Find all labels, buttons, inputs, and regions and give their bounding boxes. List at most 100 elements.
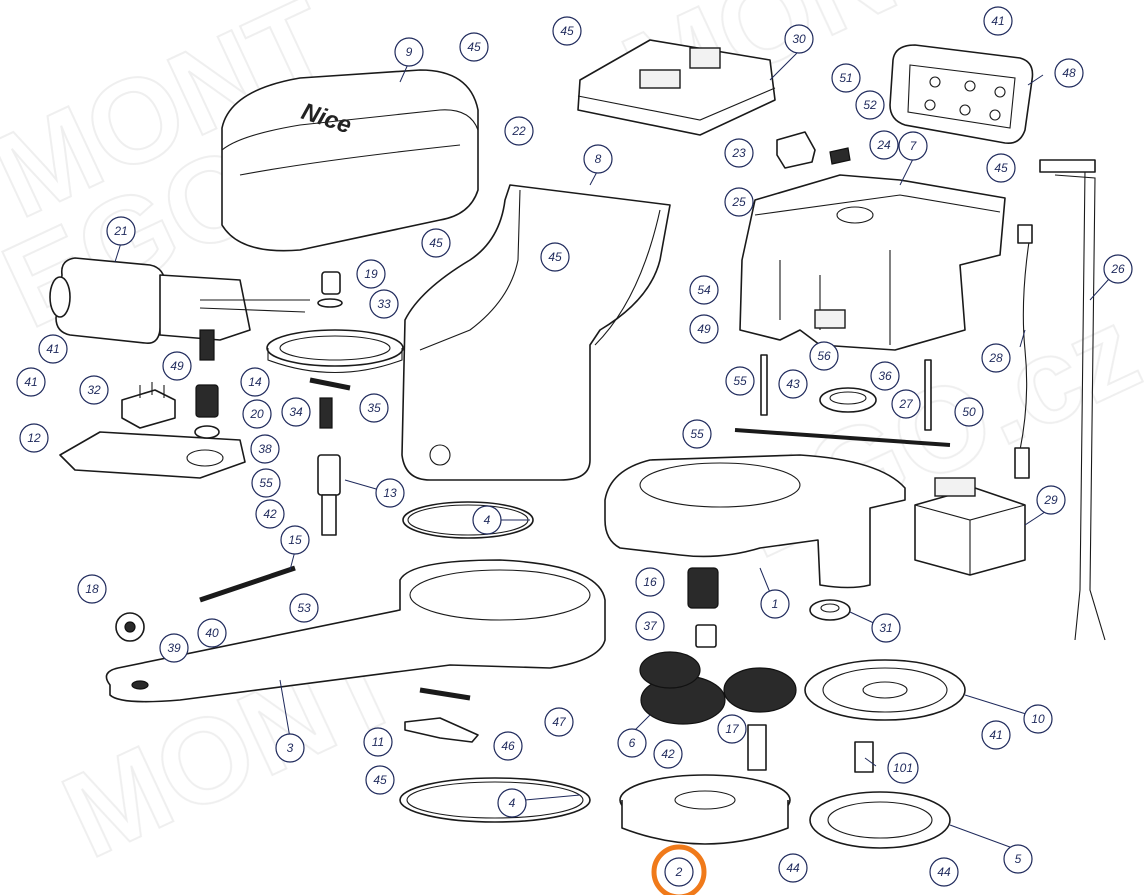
callout-54: 54 (689, 275, 719, 305)
part-23-connector (776, 131, 816, 169)
callout-26: 26 (1103, 254, 1133, 284)
part-24-clip (829, 147, 851, 165)
svg-text:23: 23 (731, 146, 746, 160)
svg-text:49: 49 (170, 359, 184, 373)
callout-31: 31 (871, 613, 901, 643)
callout-49: 49 (162, 351, 192, 381)
callout-24: 24 (869, 130, 899, 160)
svg-text:52: 52 (863, 98, 877, 112)
svg-text:48: 48 (1062, 66, 1076, 80)
leader-lines (114, 50, 1119, 851)
callout-41: 41 (16, 367, 46, 397)
svg-text:31: 31 (879, 621, 892, 635)
part-12-base-plate (59, 431, 246, 479)
callout-47: 47 (544, 707, 574, 737)
part-14-gear (266, 329, 404, 374)
svg-text:26: 26 (1110, 262, 1125, 276)
svg-text:50: 50 (962, 405, 976, 419)
svg-text:30: 30 (792, 32, 806, 46)
part-5-bottom-plate (809, 791, 951, 849)
callout-43: 43 (778, 369, 808, 399)
part-35-spring (319, 397, 333, 429)
callout-16: 16 (635, 567, 665, 597)
svg-text:45: 45 (373, 773, 387, 787)
part-1-base (604, 454, 906, 589)
svg-text:42: 42 (263, 507, 277, 521)
svg-text:28: 28 (988, 351, 1003, 365)
part-10-encoder-disc (804, 659, 966, 721)
svg-text:40: 40 (205, 626, 219, 640)
part-32-terminal-block (121, 382, 176, 429)
callout-7: 7 (898, 131, 928, 161)
callout-15: 15 (280, 525, 310, 555)
part-11-bracket (404, 717, 479, 743)
callout-11: 11 (363, 727, 393, 757)
part-20-pinion (195, 384, 219, 418)
callout-2: 2 (664, 857, 694, 887)
callout-25: 25 (724, 187, 754, 217)
svg-text:4: 4 (509, 796, 516, 810)
part-13-shaft (317, 454, 341, 536)
svg-text:44: 44 (786, 861, 800, 875)
svg-text:33: 33 (377, 297, 391, 311)
callout-42: 42 (653, 739, 683, 769)
part-50-rod (924, 359, 932, 431)
part-38-washer (194, 425, 220, 439)
part-2-output-crown (619, 774, 791, 845)
callout-23: 23 (724, 138, 754, 168)
part-6-gear-set (639, 651, 797, 725)
svg-text:51: 51 (839, 71, 852, 85)
svg-text:6: 6 (629, 736, 636, 750)
svg-text:22: 22 (511, 124, 526, 138)
svg-text:10: 10 (1031, 712, 1045, 726)
callout-6: 6 (617, 728, 647, 758)
part-19-bushing (321, 271, 341, 295)
callout-32: 32 (79, 375, 109, 405)
svg-text:38: 38 (258, 442, 272, 456)
svg-text:11: 11 (372, 735, 384, 749)
callout-12: 12 (19, 423, 49, 453)
part-4-o-ring-upper (402, 501, 534, 539)
svg-text:12: 12 (27, 431, 41, 445)
callout-45: 45 (421, 228, 451, 258)
svg-text:20: 20 (249, 407, 264, 421)
callout-1: 1 (760, 589, 790, 619)
svg-text:49: 49 (697, 322, 711, 336)
part-28-wire (1014, 224, 1033, 479)
callout-55: 55 (251, 468, 281, 498)
part-46-bolt (419, 687, 471, 701)
callout-50: 50 (954, 397, 984, 427)
callouts: 45 9 45 22 30 41 48 51 52 23 24 7 45 8 2… (16, 6, 1133, 887)
part-48-keypad-cover (889, 44, 1034, 145)
part-43-rod (760, 354, 768, 416)
callout-10: 10 (1023, 704, 1053, 734)
callout-13: 13 (375, 478, 405, 508)
callout-17: 17 (717, 714, 747, 744)
svg-text:27: 27 (898, 397, 914, 411)
part-4-o-ring-lower (399, 777, 591, 823)
callout-20: 20 (242, 399, 272, 429)
svg-text:36: 36 (878, 369, 892, 383)
callout-33: 33 (369, 289, 399, 319)
svg-text:21: 21 (113, 224, 127, 238)
callout-49: 49 (689, 314, 719, 344)
svg-text:54: 54 (697, 283, 711, 297)
callout-55: 55 (725, 366, 755, 396)
part-34-pin (309, 377, 351, 391)
part-15-release-shaft (199, 565, 296, 603)
callout-41: 41 (983, 6, 1013, 36)
part-18-release-knob (115, 612, 145, 642)
svg-text:41: 41 (991, 14, 1004, 28)
svg-text:19: 19 (364, 267, 378, 281)
part-3-release-lever (105, 559, 606, 703)
svg-text:7: 7 (910, 139, 918, 153)
callout-8: 8 (583, 144, 613, 174)
callout-51: 51 (831, 63, 861, 93)
svg-text:4: 4 (484, 513, 491, 527)
svg-text:45: 45 (548, 250, 562, 264)
part-7-inner-housing (739, 174, 1006, 351)
svg-text:3: 3 (287, 741, 294, 755)
part-101-magnet (854, 741, 874, 773)
svg-text:45: 45 (994, 161, 1008, 175)
callout-45: 45 (459, 32, 489, 62)
